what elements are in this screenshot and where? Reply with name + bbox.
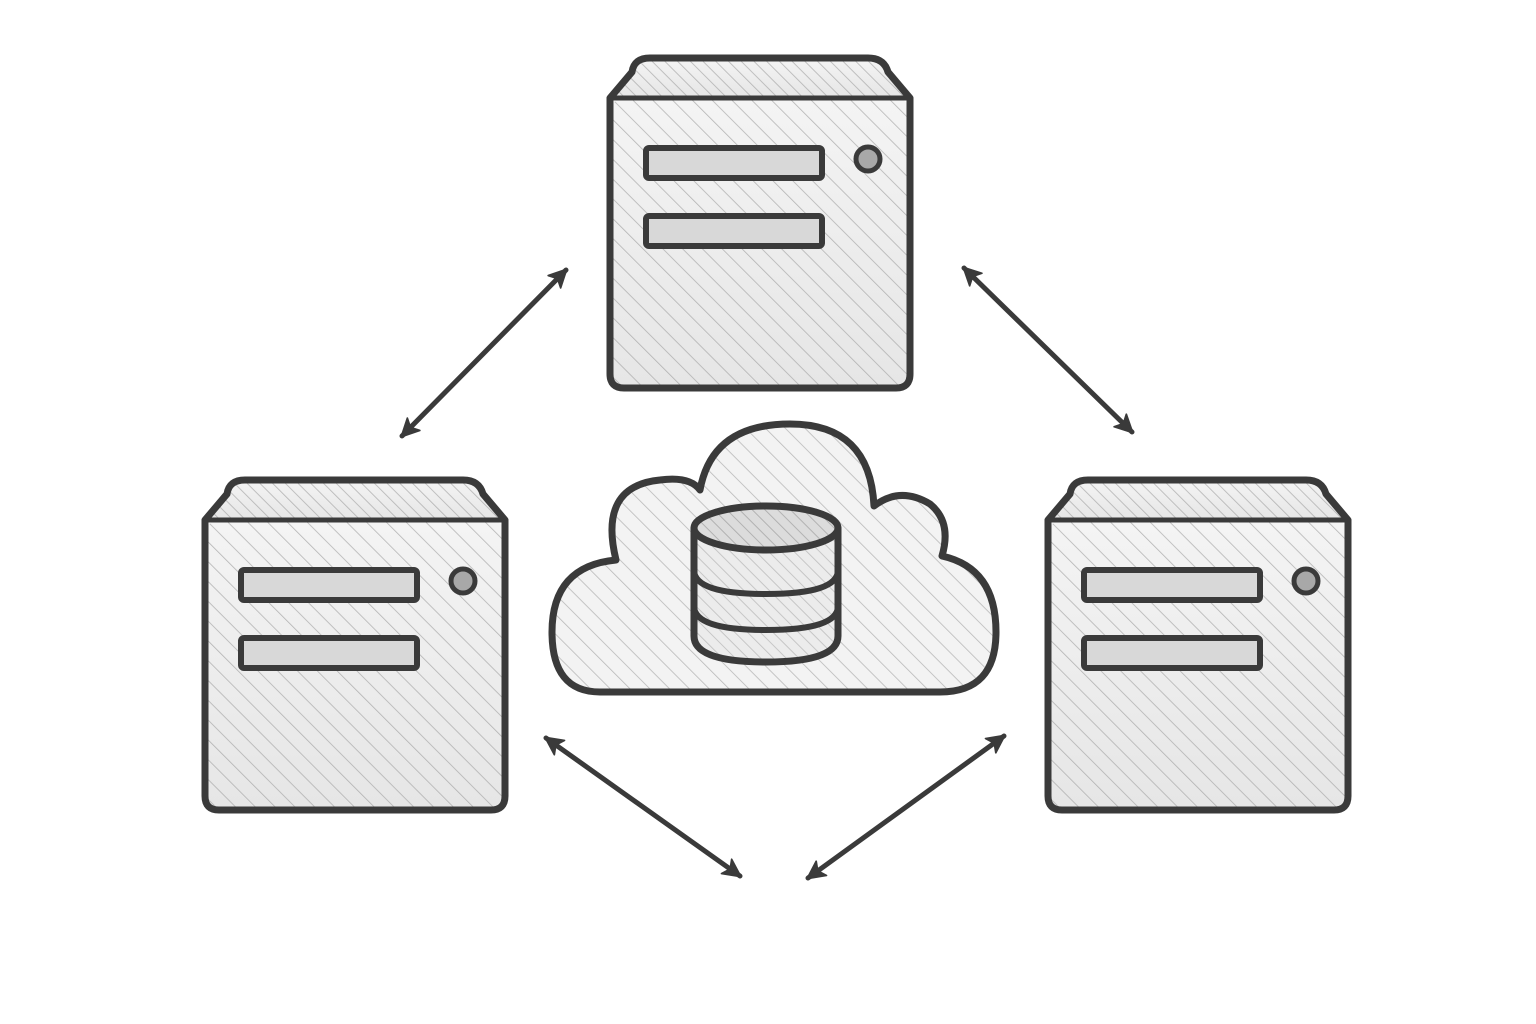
arrow-left-bottom [543,735,743,879]
arrow-right-bottom [805,733,1007,881]
server-icon [205,480,505,810]
arrow-top-left [399,267,569,439]
server-right [1048,480,1348,810]
arrow-top-right [961,265,1135,435]
connections [399,265,1135,881]
server-top [610,58,910,388]
server-left [205,480,505,810]
database-icon [690,502,842,666]
server-icon [610,58,910,388]
cloud-center [548,420,1000,696]
server-icon [1048,480,1348,810]
